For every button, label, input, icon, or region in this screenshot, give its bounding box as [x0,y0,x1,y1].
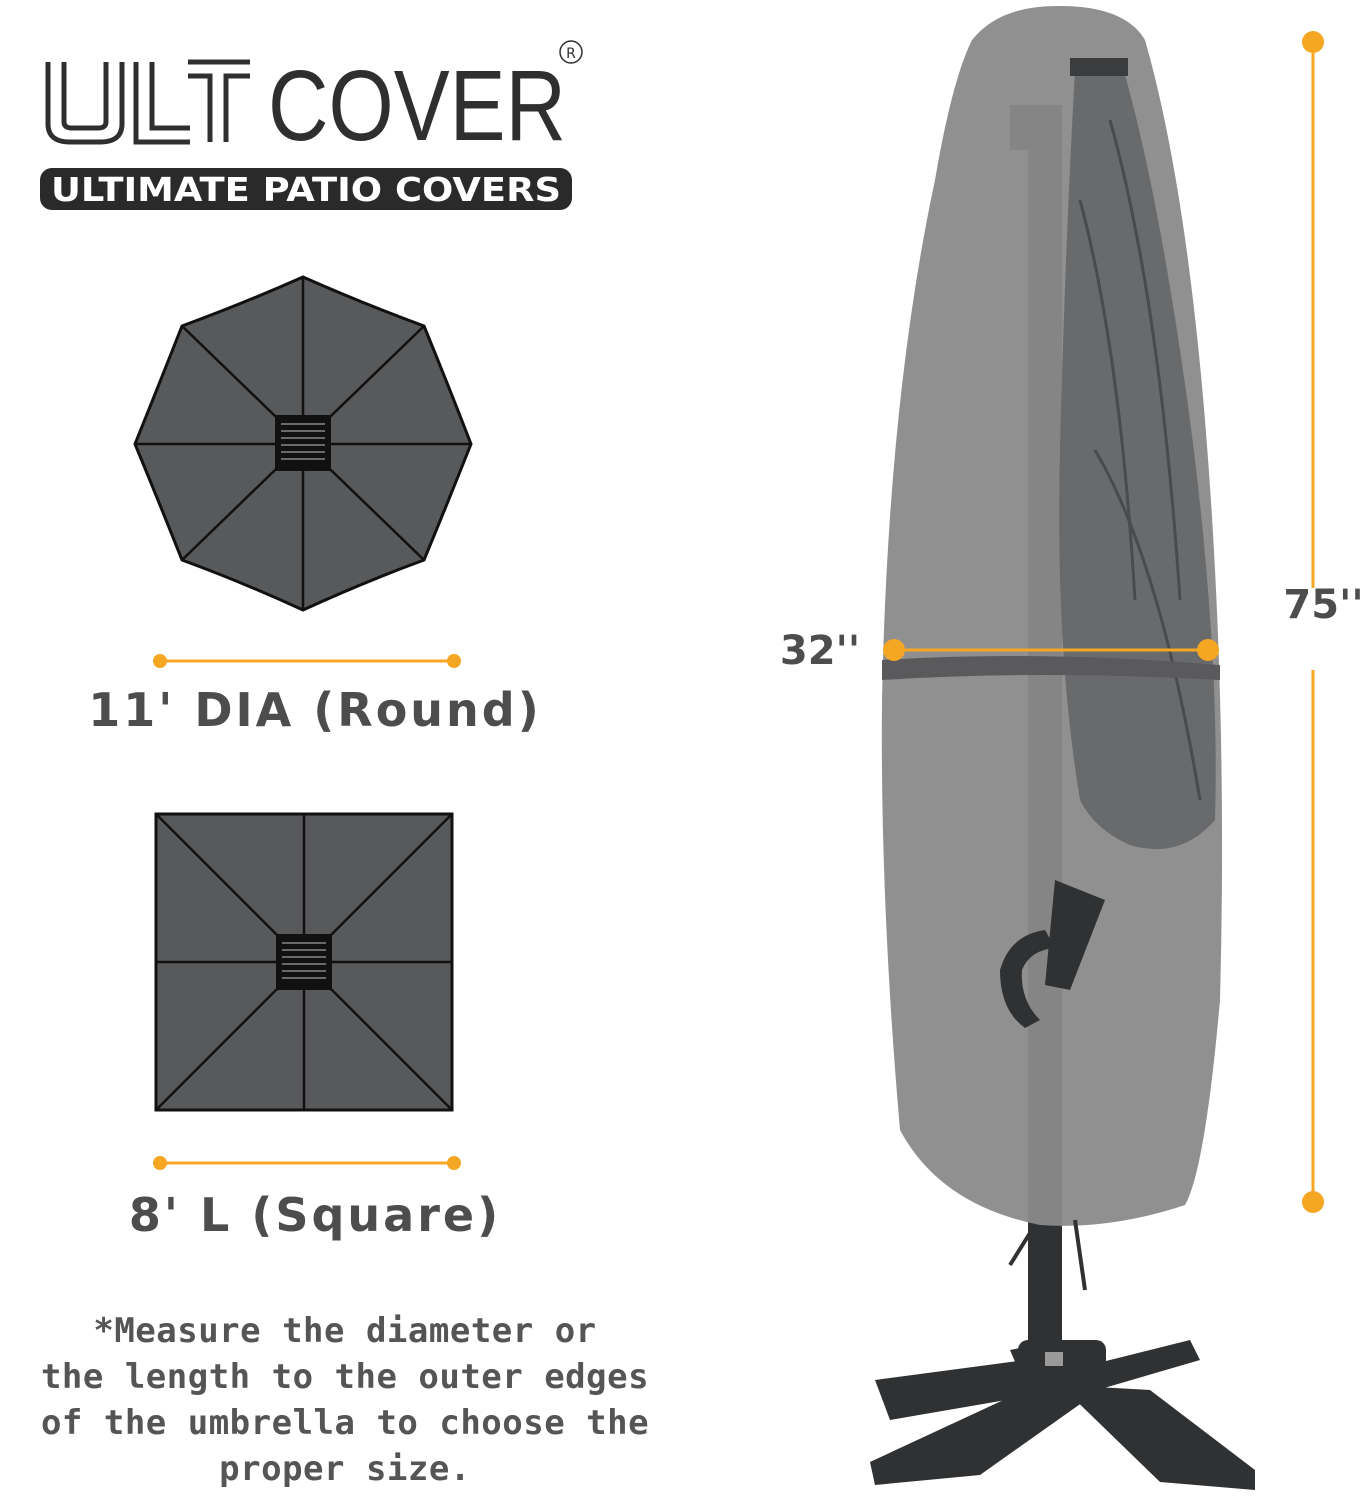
round-size-label: 11' DIA (Round) [88,683,542,737]
square-size-label: 8' L (Square) [128,1188,502,1242]
tagline-badge [40,168,572,210]
logo-cover-text: COVER [268,50,566,162]
ultcover-logo: COVER R ULTIMATE PATIO COVERS [40,40,583,210]
width-dimension-label: 32'' [779,628,861,674]
square-size-dimension-line [153,1156,461,1170]
registered-mark [559,40,583,64]
round-size-dimension-line [153,654,461,668]
height-dimension-label: 75'' [1283,582,1364,628]
square-umbrella-icon [154,812,454,1112]
registered-mark-letter: R [566,46,576,62]
round-umbrella-icon [133,275,473,612]
logo-ult-letters [45,59,250,145]
tagline-text: ULTIMATE PATIO COVERS [51,170,561,209]
measuring-note: *Measure the diameter or the length to t… [40,1311,650,1489]
umbrella-base-icon [870,1340,1255,1490]
covered-umbrella-illustration [870,5,1324,1490]
